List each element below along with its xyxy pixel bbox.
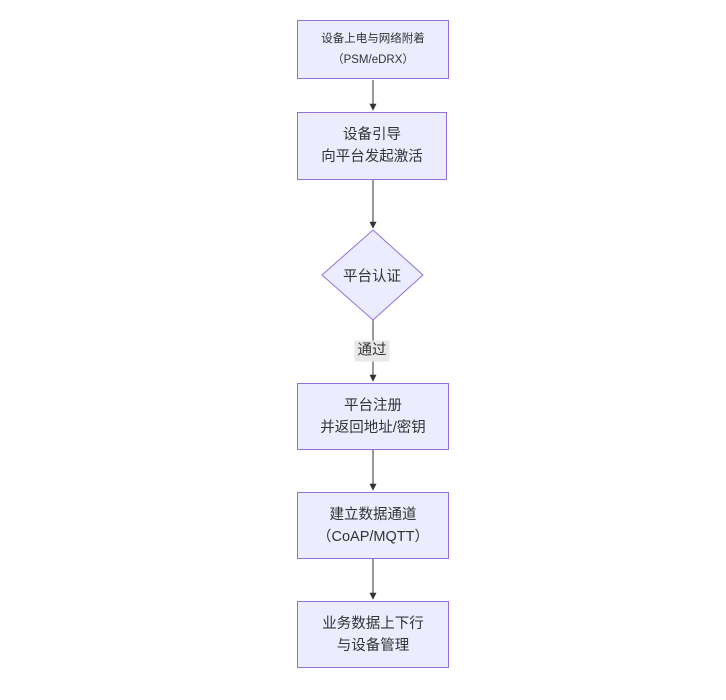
node-text-line: （CoAP/MQTT）	[317, 528, 429, 545]
node-text-line: 设备上电与网络附着	[321, 32, 425, 45]
node-text-line: （PSM/eDRX）	[332, 53, 414, 66]
node-text-line: 建立数据通道	[329, 506, 417, 523]
node-platform-auth-label: 平台认证	[321, 230, 423, 320]
node-device-bootstrap: 设备引导 向平台发起激活	[297, 112, 447, 180]
node-text-line: 设备引导	[343, 127, 401, 143]
node-text-line: 向平台发起激活	[321, 149, 423, 165]
node-text-line: 平台注册	[344, 397, 402, 414]
node-text-line: 并返回地址/密钥	[320, 419, 426, 436]
edge-label-text: 通过	[357, 342, 387, 359]
edge-label-pass: 通过	[354, 340, 390, 362]
node-text-line: 业务数据上下行	[322, 615, 424, 632]
node-platform-register: 平台注册 并返回地址/密钥	[297, 383, 449, 450]
node-text-line: 与设备管理	[336, 637, 410, 654]
node-business-data: 业务数据上下行 与设备管理	[297, 601, 449, 668]
node-text-line: 平台认证	[343, 268, 401, 285]
node-data-channel: 建立数据通道 （CoAP/MQTT）	[297, 492, 449, 559]
decision-diamond-shape	[321, 229, 424, 321]
node-power-network-attach: 设备上电与网络附着 （PSM/eDRX）	[297, 20, 449, 79]
